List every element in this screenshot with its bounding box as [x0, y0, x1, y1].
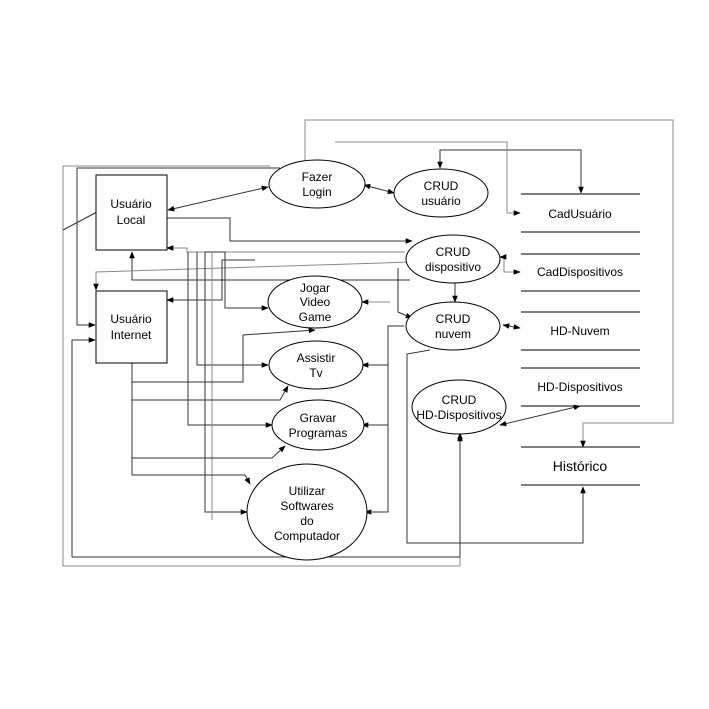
- entity-label: Usuário: [110, 312, 152, 326]
- store-label: CadUsuário: [548, 207, 612, 221]
- flow-crud-dispositivo-cad: [499, 254, 521, 275]
- entity-label: Usuário: [110, 197, 152, 211]
- process-label: Softwares: [280, 499, 333, 513]
- flow-internet-assistir: [132, 385, 289, 401]
- store-label: CadDispositivos: [537, 265, 623, 279]
- store-label: HD-Nuvem: [550, 324, 609, 338]
- flow-bottom-to-internet: [71, 337, 96, 557]
- flow-local-login: [167, 185, 269, 212]
- flow-left-inner: [76, 167, 280, 328]
- flow-local-assistir: [196, 252, 269, 368]
- flow-hd-dispositivos: [499, 404, 581, 427]
- entity-usuario-local[interactable]: Usuário Local: [95, 174, 168, 251]
- process-assistir-tv[interactable]: Assistir Tv: [268, 340, 364, 390]
- flow-internet-gravar: [132, 445, 286, 459]
- flow-internet-return: [166, 259, 255, 303]
- process-label: CRUD: [442, 393, 477, 407]
- process-label: Jogar: [300, 281, 330, 295]
- store-cad-usuario[interactable]: CadUsuário: [521, 193, 640, 233]
- process-fazer-login[interactable]: Fazer Login: [268, 159, 366, 209]
- process-label: Login: [302, 185, 331, 199]
- process-label: Assistir: [297, 351, 336, 365]
- flow-internet-top: [93, 261, 413, 291]
- flow-crud-dispositivo-nuvem-left: [397, 268, 413, 319]
- flow-outer-loop: [304, 119, 674, 448]
- flow-nuvem-historico: [406, 349, 586, 544]
- flow-login-cadusuario: [335, 141, 521, 216]
- flow-local-jogar: [205, 251, 269, 311]
- process-label: Fazer: [302, 170, 333, 184]
- process-crud-nuvem[interactable]: CRUD nuvem: [405, 301, 501, 351]
- process-label: CRUD: [436, 245, 471, 259]
- process-label: Video: [300, 295, 331, 309]
- process-label: do: [300, 514, 314, 528]
- process-label: nuvem: [435, 327, 471, 341]
- process-label: dispositivo: [425, 260, 481, 274]
- flow-local-gravar: [187, 252, 273, 428]
- flow-nuvem-hdnuvem: [502, 323, 521, 330]
- process-label: CRUD: [424, 179, 459, 193]
- store-hd-nuvem[interactable]: HD-Nuvem: [521, 311, 640, 351]
- process-label: Gravar: [300, 411, 337, 425]
- process-label: Utilizar: [289, 484, 326, 498]
- store-label: Histórico: [553, 458, 608, 474]
- process-crud-dispositivo[interactable]: CRUD dispositivo: [405, 234, 501, 284]
- store-label: HD-Dispositivos: [537, 380, 622, 394]
- process-label: Tv: [309, 366, 322, 380]
- process-label: Computador: [274, 529, 340, 543]
- flow-local-return: [166, 245, 405, 253]
- flow-internet-utilizar: [131, 360, 251, 485]
- process-jogar-video-game[interactable]: Jogar Video Game: [267, 275, 363, 329]
- process-utilizar-softwares[interactable]: Utilizar Softwares do Computador: [246, 463, 368, 561]
- flow-connectors: [62, 119, 674, 567]
- store-hd-dispositivos[interactable]: HD-Dispositivos: [521, 367, 640, 407]
- process-label: Game: [299, 310, 332, 324]
- process-label: HD-Dispositivos: [416, 408, 501, 422]
- process-crud-usuario[interactable]: CRUD usuário: [393, 168, 489, 218]
- entity-usuario-internet[interactable]: Usuário Internet: [95, 290, 168, 364]
- flow-nuvem-bus: [364, 325, 404, 515]
- process-gravar-programas[interactable]: Gravar Programas: [271, 399, 365, 451]
- store-cad-dispositivos[interactable]: CadDispositivos: [521, 253, 640, 292]
- flow-local-crud-dispositivo: [167, 217, 413, 244]
- entity-label: Local: [117, 213, 146, 227]
- store-historico[interactable]: Histórico: [521, 446, 640, 486]
- flow-login-crud-usuario: [363, 183, 395, 195]
- process-label: CRUD: [436, 312, 471, 326]
- flow-local-utilizar: [204, 252, 248, 515]
- process-label: usuário: [421, 194, 461, 208]
- flow-bottom-loop: [62, 211, 98, 231]
- process-label: Programas: [289, 426, 348, 440]
- process-crud-hd-dispositivos[interactable]: CRUD HD-Dispositivos: [411, 379, 507, 435]
- entity-label: Internet: [111, 328, 152, 342]
